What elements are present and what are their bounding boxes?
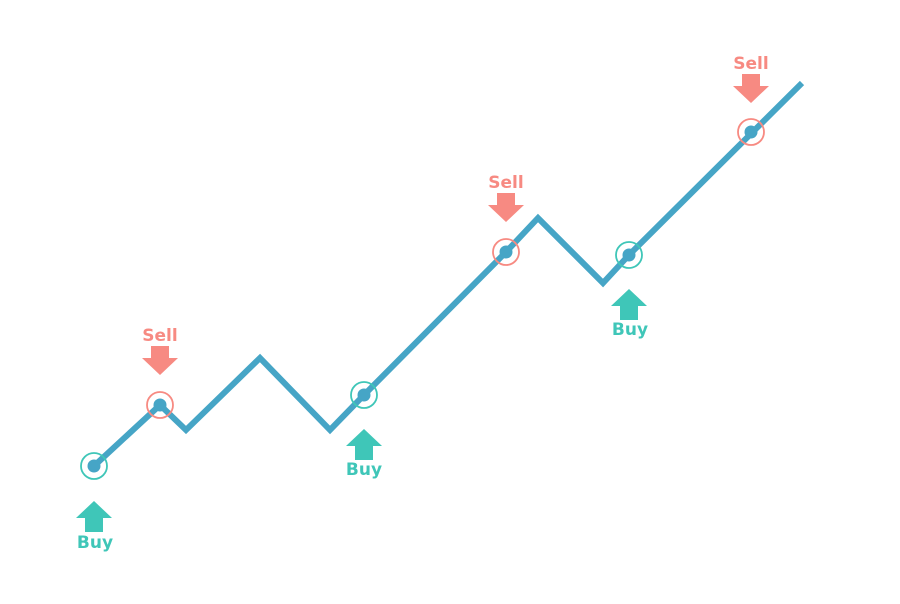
sell-marker-ring [492, 238, 520, 266]
buy-label: Buy [346, 460, 382, 480]
up-arrow-icon [346, 429, 382, 460]
sell-marker-ring [737, 118, 765, 146]
buy-marker-ring [350, 381, 378, 409]
buy-signal-2: Buy [346, 381, 382, 480]
sell-marker-dot [744, 125, 758, 139]
price-line [91, 80, 805, 469]
buy-marker-dot [622, 248, 636, 262]
down-arrow-icon [733, 74, 769, 103]
sell-marker-ring [146, 391, 174, 419]
buy-marker-ring [615, 241, 643, 269]
sell-signal-2: Sell [488, 173, 524, 266]
buy-marker-dot [357, 388, 371, 402]
sell-label: Sell [733, 54, 768, 74]
buy-marker-dot [87, 459, 101, 473]
down-arrow-icon [142, 346, 178, 375]
down-arrow-icon [488, 193, 524, 222]
up-arrow-icon [76, 501, 112, 532]
up-arrow-icon [611, 289, 647, 320]
sell-label: Sell [142, 326, 177, 346]
sell-label: Sell [488, 173, 523, 193]
sell-signal-3: Sell [733, 54, 769, 146]
sell-signal-1: Sell [142, 326, 178, 419]
sell-marker-dot [499, 245, 513, 259]
buy-signal-1: Buy [76, 452, 113, 553]
buy-label: Buy [77, 533, 113, 553]
buy-signal-3: Buy [611, 241, 648, 340]
buy-label: Buy [612, 320, 648, 340]
sell-marker-dot [153, 398, 167, 412]
buy-marker-ring [80, 452, 108, 480]
